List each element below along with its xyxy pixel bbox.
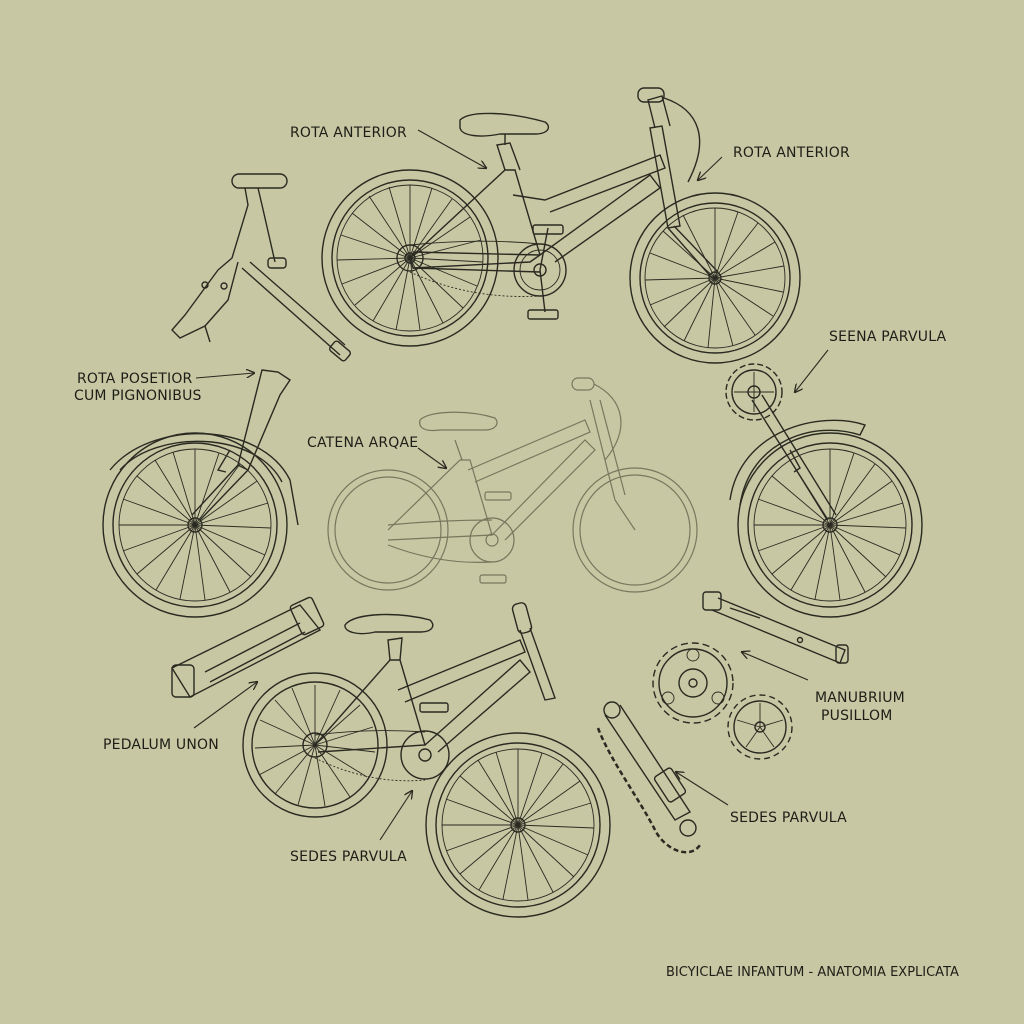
label-rota-anterior-right: ROTA ANTERIOR xyxy=(733,145,850,161)
label-manubrium-line2: PUSILLOM xyxy=(821,708,893,724)
label-pedalum-unon: PEDALUM UNON xyxy=(103,737,219,753)
diagram-title: BICYICLAE INFANTUM - ANATOMIA EXPLICATA xyxy=(666,965,959,980)
chainring xyxy=(409,224,567,320)
bicycle-bottom xyxy=(242,602,611,918)
label-catena-arqae: CATENA ARQAE xyxy=(307,435,419,451)
seat-post-tube xyxy=(170,596,325,698)
rear-wheel xyxy=(321,169,499,347)
label-manubrium-line1: MANUBRIUM xyxy=(815,690,905,706)
label-sedes-parvula-right: SEDES PARVULA xyxy=(730,810,847,826)
sprocket-large xyxy=(652,642,734,724)
leader-arrows xyxy=(193,129,829,841)
rear-wheel-left xyxy=(102,369,299,618)
handlebar-fork-assembly xyxy=(171,173,351,362)
label-seena-parvula: SEENA PARVULA xyxy=(829,329,947,345)
sprocket-small-top xyxy=(725,363,783,421)
saddle xyxy=(459,112,550,137)
label-sedes-parvula-bottom: SEDES PARVULA xyxy=(290,849,407,865)
label-rota-posterior-line1: ROTA POSETIOR xyxy=(77,371,193,387)
crank-arm-with-chain xyxy=(596,701,702,854)
bicycle-center-ghost xyxy=(327,377,698,593)
front-wheel-right xyxy=(725,363,923,618)
sprocket-small xyxy=(727,694,793,760)
frame xyxy=(409,87,719,279)
label-rota-anterior-left: ROTA ANTERIOR xyxy=(290,125,407,141)
label-rota-posterior-line2: CUM PIGNONIBUS xyxy=(74,388,202,404)
front-wheel xyxy=(629,192,801,364)
bicycle-top xyxy=(321,87,801,364)
handlebar-tube xyxy=(702,591,849,664)
